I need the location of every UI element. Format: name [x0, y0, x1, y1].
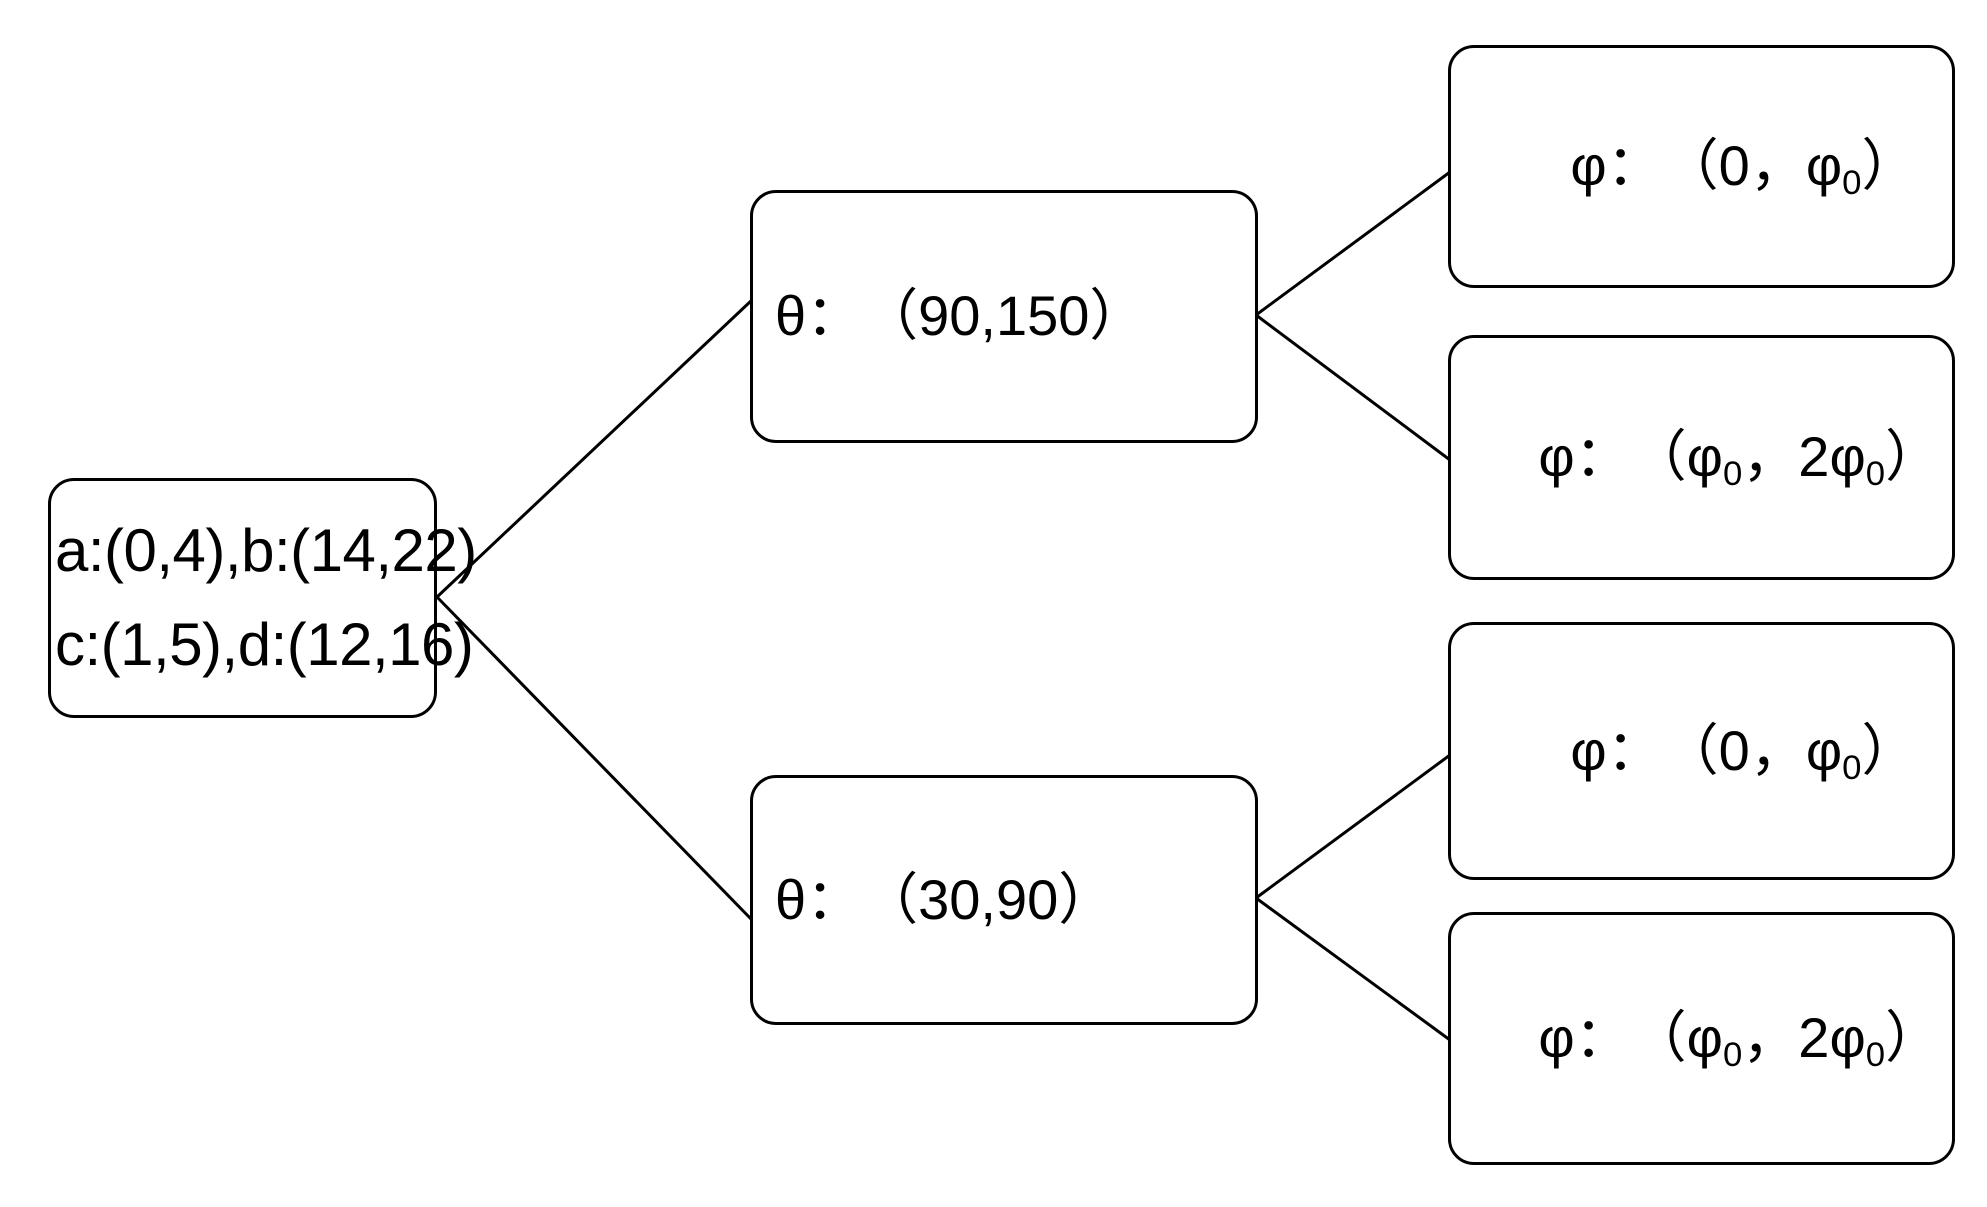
phi-prefix: φ： （	[1538, 425, 1687, 489]
phi-suffix: ）	[1885, 1006, 1942, 1070]
phi-subscript: 0	[1842, 748, 1862, 787]
edge-theta-top-to-phi-2	[1255, 313, 1451, 462]
phi-node-phi0-2phi0-top[interactable]: φ： （φ0，2φ0）	[1448, 335, 1955, 580]
root-interval-line-1: a:(0,4),b:(14,22)	[55, 517, 477, 585]
phi-node-0-phi0-top[interactable]: φ： （0，φ0）	[1448, 45, 1955, 288]
phi-node-phi0-2phi0-bottom[interactable]: φ： （φ0，2φ0）	[1448, 912, 1955, 1165]
theta-node-90-150[interactable]: θ： （90,150）	[750, 190, 1258, 443]
phi-subscript: 0	[1722, 455, 1743, 494]
phi-symbol-2: φ	[1829, 425, 1866, 489]
phi-middle: ，2	[1742, 1006, 1830, 1070]
root-interval-node[interactable]: a:(0,4),b:(14,22) c:(1,5),d:(12,16)	[48, 478, 477, 718]
theta-node-30-90-label: θ： （30,90）	[775, 867, 1115, 931]
phi-subscript-2: 0	[1865, 455, 1886, 494]
phi-symbol-2: φ	[1829, 1006, 1866, 1070]
edge-root-to-theta-top	[435, 298, 754, 599]
phi-symbol: φ	[1805, 134, 1843, 198]
phi-symbol: φ	[1686, 1006, 1723, 1070]
phi-node-phi0-2phi0-top-label: φ： （φ0，2φ0）	[1445, 360, 1941, 555]
phi-suffix: ）	[1861, 718, 1918, 782]
theta-node-30-90[interactable]: θ： （30,90）	[750, 775, 1258, 1025]
phi-symbol: φ	[1805, 718, 1843, 782]
phi-middle: ，2	[1742, 425, 1830, 489]
root-interval-line-2: c:(1,5),d:(12,16)	[55, 611, 474, 678]
edge-theta-bottom-to-phi-3	[1255, 753, 1451, 900]
phi-symbol: φ	[1686, 425, 1723, 489]
edge-theta-bottom-to-phi-4	[1255, 896, 1451, 1042]
phi-prefix: φ： （0，	[1570, 134, 1806, 198]
phi-subscript-2: 0	[1865, 1036, 1886, 1075]
phi-suffix: ）	[1885, 425, 1942, 489]
phi-prefix: φ： （0，	[1570, 718, 1806, 782]
phi-node-0-phi0-bottom-label: φ： （0，φ0）	[1451, 654, 1917, 849]
phi-node-0-phi0-bottom[interactable]: φ： （0，φ0）	[1448, 622, 1955, 880]
theta-node-90-150-label: θ： （90,150）	[775, 284, 1146, 348]
phi-subscript: 0	[1842, 164, 1862, 203]
phi-subscript: 0	[1722, 1036, 1743, 1075]
phi-node-0-phi0-top-label: φ： （0，φ0）	[1451, 69, 1917, 264]
edge-root-to-theta-bottom	[435, 595, 754, 922]
phi-node-phi0-2phi0-bottom-label: φ： （φ0，2φ0）	[1445, 941, 1941, 1136]
phi-suffix: ）	[1861, 134, 1918, 198]
edge-theta-top-to-phi-1	[1255, 170, 1451, 317]
phi-prefix: φ： （	[1538, 1006, 1687, 1070]
